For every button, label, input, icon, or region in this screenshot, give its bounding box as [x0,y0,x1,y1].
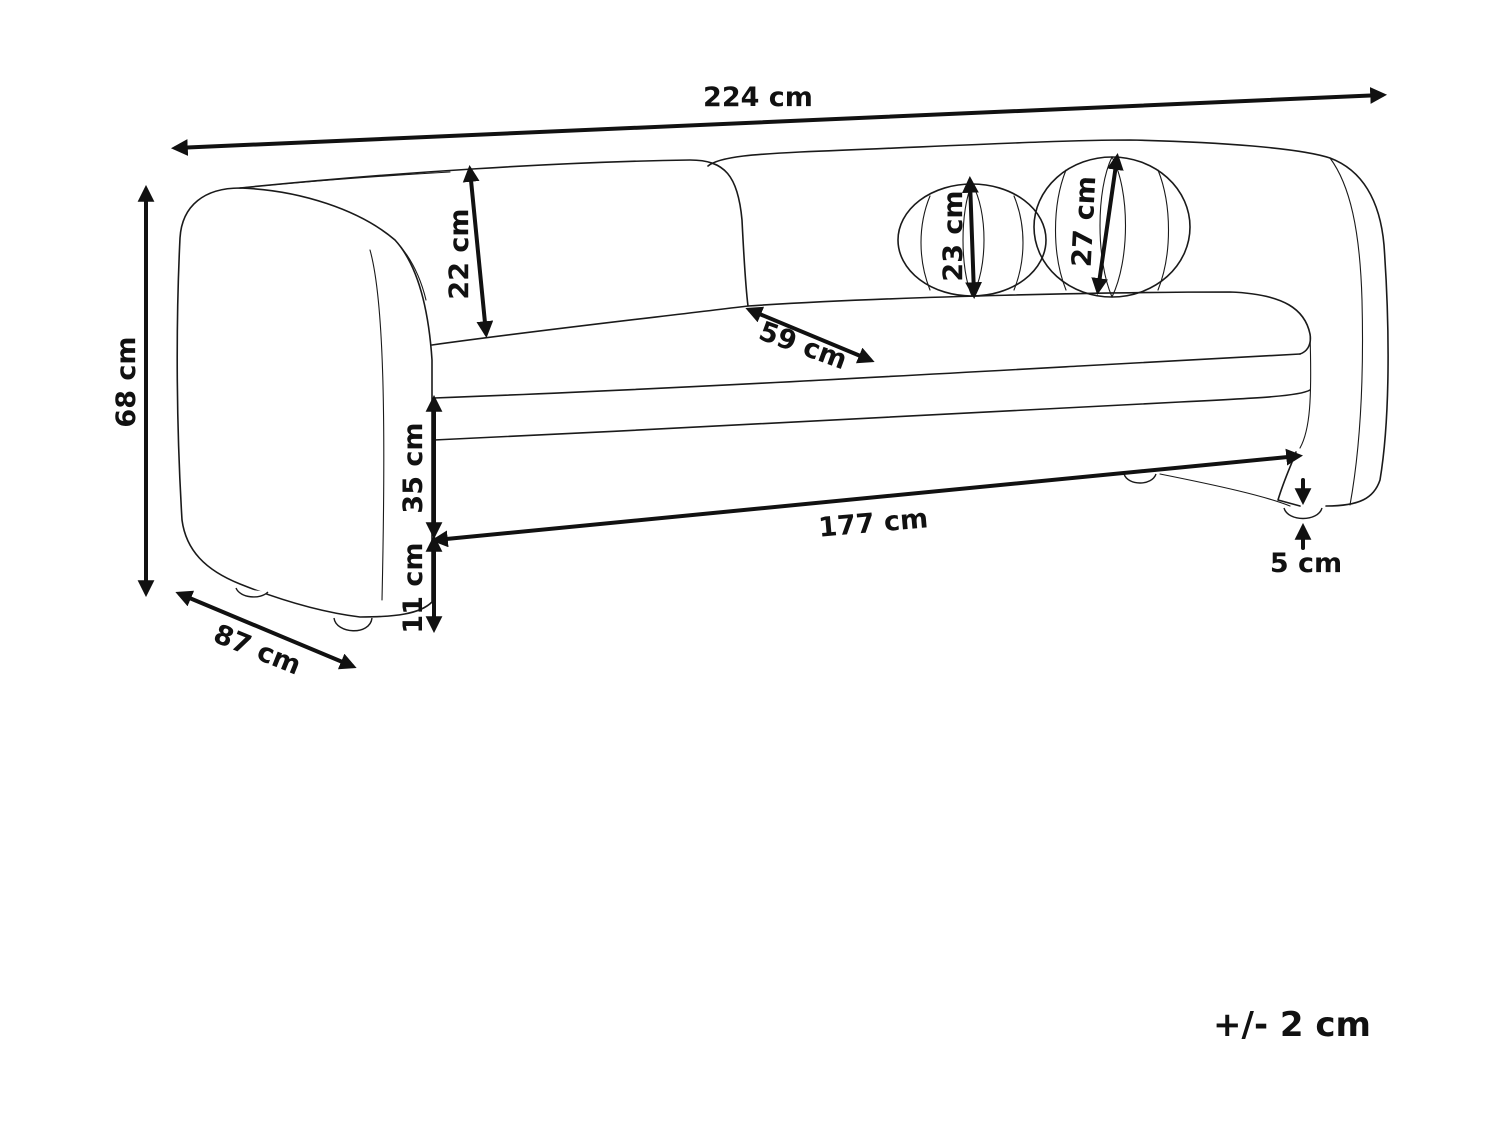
label-seat-height: 35 cm [398,422,429,513]
label-total-width: 224 cm [703,82,813,113]
label-foot-height: 5 cm [1270,548,1342,579]
sofa-outline [176,139,1389,632]
dimension-labels: 224 cm 68 cm 87 cm 22 cm 59 cm 35 cm 11 … [111,82,1371,1045]
seat-cushion [431,291,1312,355]
label-small-pillow: 23 cm [938,190,969,281]
dim-seat-depth-line [745,306,875,364]
label-backrest-height: 22 cm [444,208,475,299]
left-armrest [176,187,433,618]
dim-small-pillow-line [962,175,982,300]
label-total-height: 68 cm [111,336,142,427]
tolerance-note: +/- 2 cm [1213,1005,1371,1045]
backrest [239,159,749,307]
dim-backrest-line [462,164,494,339]
label-large-pillow: 27 cm [1067,175,1103,268]
label-seat-width: 177 cm [817,503,929,543]
dim-seat-width-line [430,448,1304,548]
dimension-lines [137,87,1388,670]
dim-large-pillow-line [1091,153,1124,295]
label-seat-depth: 59 cm [755,316,851,376]
label-leg-height: 11 cm [398,542,429,633]
dim-total-width-line [170,87,1388,156]
dim-depth-line [175,590,357,670]
